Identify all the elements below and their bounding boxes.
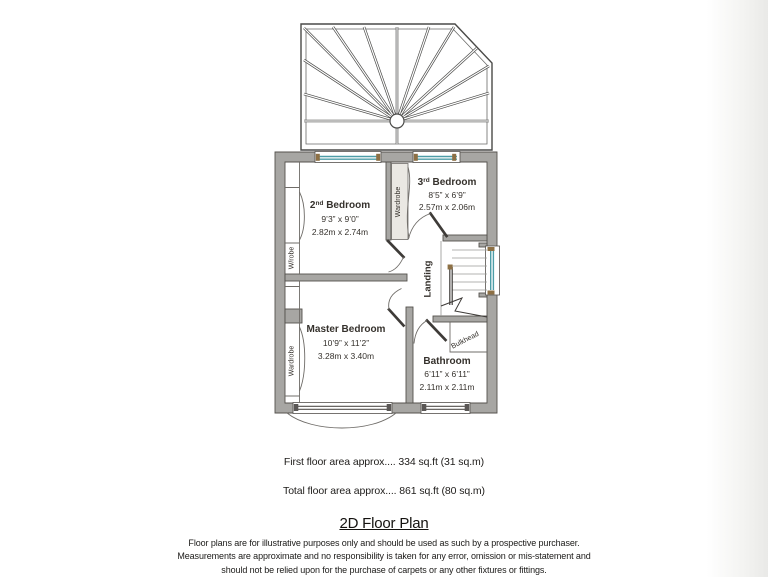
bay-window-master xyxy=(286,402,397,429)
room-dim-master-metric: 3.28m x 3.40m xyxy=(318,351,374,361)
doors xyxy=(386,211,449,344)
walls xyxy=(274,151,498,414)
room-label-3rd-bedroom: 3rd Bedroom xyxy=(418,177,477,188)
closets xyxy=(285,162,411,403)
window-top-right xyxy=(412,151,461,163)
room-label-bathroom: Bathroom xyxy=(423,356,470,367)
room-label-landing: Landing xyxy=(423,260,434,297)
disclaimer-line-2: Measurements are approximate and no resp… xyxy=(177,551,591,562)
label-wardrobe-master: Wardrobe xyxy=(289,346,296,377)
room-dim-2nd-bedroom-metric: 2.82m x 2.74m xyxy=(312,227,368,237)
page-title: 2D Floor Plan xyxy=(339,515,429,532)
disclaimer: Floor plans are for illustrative purpose… xyxy=(0,537,768,577)
label-bulkhead: Bulkhead xyxy=(449,329,480,351)
room-label-2nd-bedroom: 2nd Bedroom xyxy=(310,200,370,211)
window-stairs-right xyxy=(485,245,500,296)
door-bathroom xyxy=(413,318,448,344)
room-dim-bathroom-imperial: 6’11” x 6’11” xyxy=(424,369,470,379)
room-dim-3rd-bedroom-imperial: 8’5” x 6’9” xyxy=(428,190,465,200)
window-bathroom xyxy=(420,402,471,414)
room-dim-bathroom-metric: 2.11m x 2.11m xyxy=(420,382,475,392)
room-dim-master-imperial: 10’9” x 11’2” xyxy=(323,338,369,348)
windows xyxy=(286,151,500,429)
door-3rd-bedroom xyxy=(408,211,449,240)
first-floor-area-text: First floor area approx.... 334 sq.ft (3… xyxy=(283,456,485,468)
bulkhead-outline xyxy=(449,322,487,353)
fan-hub xyxy=(389,113,405,129)
fan-rays xyxy=(303,26,490,144)
disclaimer-line-3: should not be relied upon for the purcha… xyxy=(221,564,547,575)
label-wrobe: W/robe xyxy=(289,247,296,270)
total-floor-area-text: Total floor area approx.... 861 sq.ft (8… xyxy=(283,485,485,497)
label-wardrobe-between: Wardrobe xyxy=(395,187,402,218)
room-dim-3rd-bedroom-metric: 2.57m x 2.06m xyxy=(419,202,475,212)
door-master-bedroom xyxy=(387,288,406,328)
room-dim-2nd-bedroom-imperial: 9’3” x 9’0” xyxy=(321,214,358,224)
fan-roof-window xyxy=(300,23,493,151)
door-2nd-bedroom xyxy=(386,239,406,273)
disclaimer-line-1: Floor plans are for illustrative purpose… xyxy=(188,538,580,548)
window-top-left xyxy=(314,151,382,163)
room-label-master-bedroom: Master Bedroom xyxy=(307,324,386,335)
room-labels: 2nd Bedroom 9’3” x 9’0” 2.82m x 2.74m 3r… xyxy=(289,177,481,392)
stairs xyxy=(440,241,488,353)
